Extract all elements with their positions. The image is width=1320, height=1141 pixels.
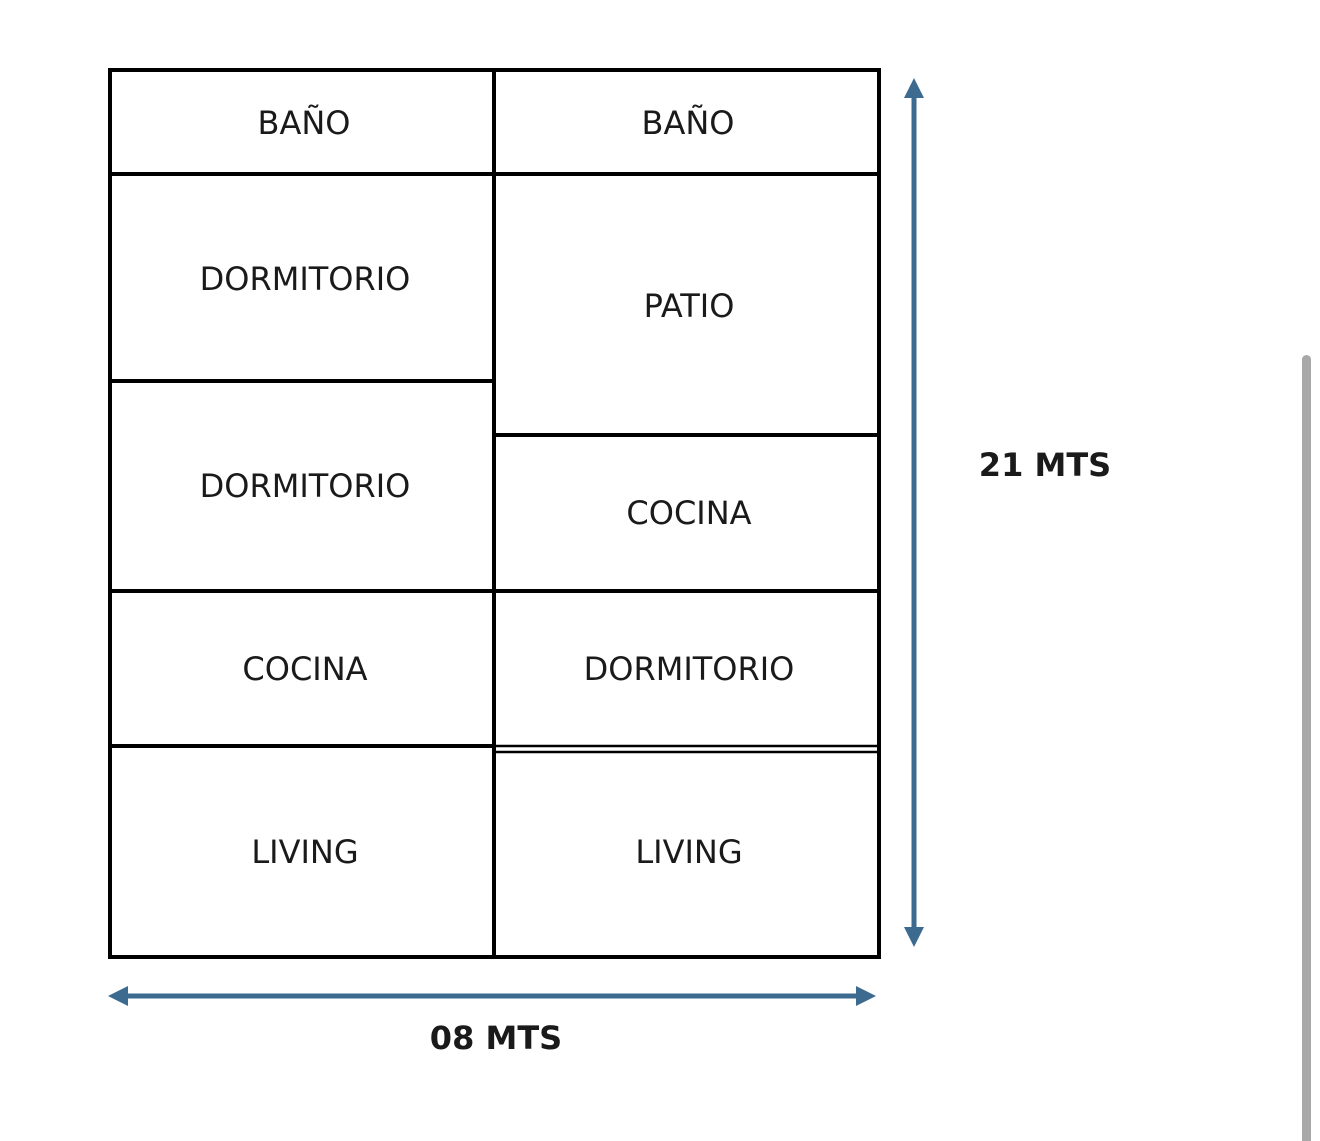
room-label-left-living: LIVING <box>251 833 358 871</box>
scrollbar-thumb[interactable] <box>1302 355 1311 1141</box>
room-label-right-dormitorio: DORMITORIO <box>584 650 795 688</box>
height-dimension-arrow <box>904 78 924 947</box>
room-label-right-cocina: COCINA <box>626 494 751 532</box>
room-label-right-living: LIVING <box>635 833 742 871</box>
room-label-left-bano: BAÑO <box>258 104 351 142</box>
room-label-left-cocina: COCINA <box>242 650 367 688</box>
width-dimension-arrow <box>108 986 876 1006</box>
room-label-left-dormitorio-2: DORMITORIO <box>200 467 411 505</box>
room-label-right-bano: BAÑO <box>642 104 735 142</box>
height-dimension-label: 21 MTS <box>979 446 1111 484</box>
room-label-left-dormitorio-1: DORMITORIO <box>200 260 411 298</box>
width-dimension-label: 08 MTS <box>430 1019 562 1057</box>
room-label-right-patio: PATIO <box>644 287 735 325</box>
